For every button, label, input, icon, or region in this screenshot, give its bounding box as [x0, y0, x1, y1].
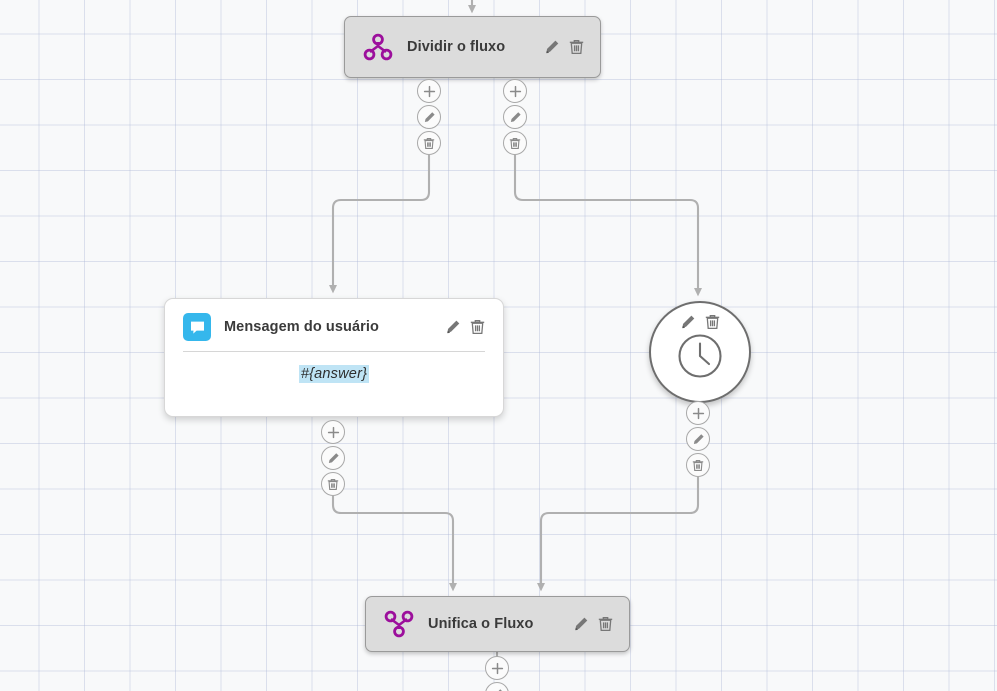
trash-icon[interactable] — [417, 131, 441, 155]
trash-icon[interactable] — [705, 314, 720, 330]
node-user-message[interactable]: Mensagem do usuário — [164, 298, 504, 417]
edit-icon[interactable] — [680, 314, 696, 330]
trash-icon[interactable] — [598, 616, 613, 632]
node-merge-flow-title: Unifica o Fluxo — [428, 616, 534, 632]
node-delay-timer[interactable] — [649, 301, 751, 403]
edge-message-to-merge — [331, 496, 457, 592]
merge-flow-icon — [384, 610, 414, 638]
plus-icon[interactable] — [321, 420, 345, 444]
edit-icon[interactable] — [686, 427, 710, 451]
edit-icon[interactable] — [544, 39, 560, 55]
edge-timer-to-merge — [537, 477, 700, 592]
connector-actions-split-left[interactable] — [417, 79, 441, 157]
plus-icon[interactable] — [503, 79, 527, 103]
edit-icon[interactable] — [417, 105, 441, 129]
node-split-flow-tools — [544, 39, 584, 55]
edit-icon[interactable] — [445, 319, 461, 335]
node-split-flow-title: Dividir o fluxo — [407, 39, 506, 55]
trash-icon[interactable] — [470, 319, 485, 335]
edge-split-to-message — [329, 155, 431, 294]
node-divider — [183, 351, 485, 352]
node-merge-flow-tools — [573, 616, 613, 632]
node-delay-timer-tools — [680, 314, 720, 330]
plus-icon[interactable] — [485, 656, 509, 680]
edit-icon[interactable] — [573, 616, 589, 632]
trash-icon[interactable] — [503, 131, 527, 155]
node-user-message-tools — [445, 319, 485, 335]
node-user-message-title: Mensagem do usuário — [224, 319, 379, 335]
split-flow-icon — [363, 33, 393, 61]
edit-icon[interactable] — [321, 446, 345, 470]
node-user-message-header: Mensagem do usuário — [165, 299, 503, 351]
connector-actions-timer-out[interactable] — [686, 401, 710, 479]
clock-icon — [675, 331, 725, 386]
edit-icon[interactable] — [485, 682, 509, 691]
plus-icon[interactable] — [686, 401, 710, 425]
connector-actions-message-out[interactable] — [321, 420, 345, 498]
node-merge-flow[interactable]: Unifica o Fluxo — [365, 596, 630, 652]
trash-icon[interactable] — [569, 39, 584, 55]
edge-split-to-timer — [513, 155, 702, 297]
trash-icon[interactable] — [686, 453, 710, 477]
chat-bubble-icon — [183, 313, 211, 341]
edit-icon[interactable] — [503, 105, 527, 129]
connector-actions-merge-out[interactable] — [485, 656, 509, 691]
node-split-flow[interactable]: Dividir o fluxo — [344, 16, 601, 78]
plus-icon[interactable] — [417, 79, 441, 103]
answer-variable-token[interactable]: #{answer} — [298, 365, 370, 383]
connector-actions-split-right[interactable] — [503, 79, 527, 157]
trash-icon[interactable] — [321, 472, 345, 496]
node-user-message-body: #{answer} — [165, 352, 503, 399]
